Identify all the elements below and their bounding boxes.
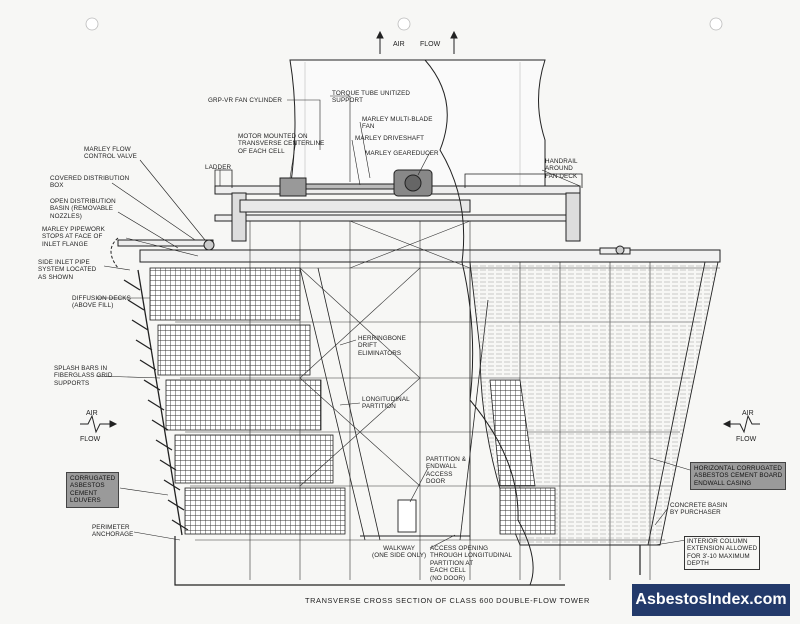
distribution-basin-and-pipes <box>110 237 721 269</box>
label-side-inlet: SIDE INLET PIPE SYSTEM LOCATED AS SHOWN <box>38 259 97 281</box>
top-air-flow-arrows <box>376 30 458 54</box>
label-splash-bars: SPLASH BARS IN FIBERGLASS GRID SUPPORTS <box>54 365 113 387</box>
left-fill-splash-bars <box>149 267 346 535</box>
label-handrail: HANDRAIL AROUND FAN DECK <box>545 158 578 180</box>
watermark-logo: AsbestosIndex.com <box>632 584 790 616</box>
label-torque-tube: TORQUE TUBE UNITIZED SUPPORT <box>332 90 411 105</box>
label-flow-control-valve: MARLEY FLOW CONTROL VALVE <box>84 146 137 161</box>
label-multi-blade-fan: MARLEY MULTI-BLADE FAN <box>362 116 433 131</box>
label-covered-distribution-box: COVERED DISTRIBUTION BOX <box>50 175 130 190</box>
right-air-label: AIR <box>742 410 754 417</box>
label-motor: MOTOR MOUNTED ON TRANSVERSE CENTERLINE O… <box>238 133 325 155</box>
top-flow-label: FLOW <box>420 41 441 48</box>
right-air-flow-arrow <box>722 414 760 434</box>
label-herringbone: HERRINGBONE DRIFT ELIMINATORS <box>358 335 406 357</box>
label-diffusion-decks: DIFFUSION DECKS (ABOVE FILL) <box>72 295 131 310</box>
right-flow-label: FLOW <box>736 436 757 443</box>
cutaway-break-line <box>424 59 534 586</box>
left-flow-label: FLOW <box>80 436 101 443</box>
left-air-label: AIR <box>86 410 98 417</box>
punch-holes <box>85 17 723 31</box>
fan-cylinder <box>289 59 546 191</box>
label-walkway: WALKWAY (ONE SIDE ONLY) <box>372 545 427 560</box>
label-longitudinal-partition: LONGITUDINAL PARTITION <box>362 396 410 411</box>
label-geareducer: MARLEY GEAREDUCER <box>365 150 439 157</box>
left-louvers <box>123 269 189 536</box>
label-louvers: CORRUGATED ASBESTOS CEMENT LOUVERS <box>66 472 120 508</box>
walkway-and-access-door <box>360 499 470 537</box>
top-air-label: AIR <box>393 41 405 48</box>
label-perimeter-anchorage: PERIMETER ANCHORAGE <box>92 524 134 539</box>
leader-lines <box>95 95 691 549</box>
right-fill-splash-bars <box>489 379 556 535</box>
label-concrete-basin: CONCRETE BASIN BY PURCHASER <box>670 502 728 517</box>
label-interior-column: INTERIOR COLUMN EXTENSION ALLOWED FOR 3'… <box>684 536 761 570</box>
mechanical-equipment <box>279 169 433 197</box>
label-pipework: MARLEY PIPEWORK STOPS AT FACE OF INLET F… <box>42 226 105 248</box>
label-access-opening: ACCESS OPENING THROUGH LONGITUDINAL PART… <box>430 545 513 582</box>
drawing-caption: TRANSVERSE CROSS SECTION OF CLASS 600 DO… <box>305 596 590 605</box>
label-horizontal-casing: HORIZONTAL CORRUGATED ASBESTOS CEMENT BO… <box>690 462 787 491</box>
concrete-basin <box>174 536 641 586</box>
label-driveshaft: MARLEY DRIVESHAFT <box>355 135 425 142</box>
left-air-flow-arrow <box>80 414 118 434</box>
label-fan-cylinder: GRP-VR FAN CYLINDER <box>208 97 282 104</box>
handrail <box>214 169 583 188</box>
label-open-distribution-basin: OPEN DISTRIBUTION BASIN (REMOVABLE NOZZL… <box>50 198 116 220</box>
label-endwall-access: PARTITION & ENDWALL ACCESS DOOR <box>426 456 467 486</box>
label-ladder: LADDER <box>205 164 232 171</box>
